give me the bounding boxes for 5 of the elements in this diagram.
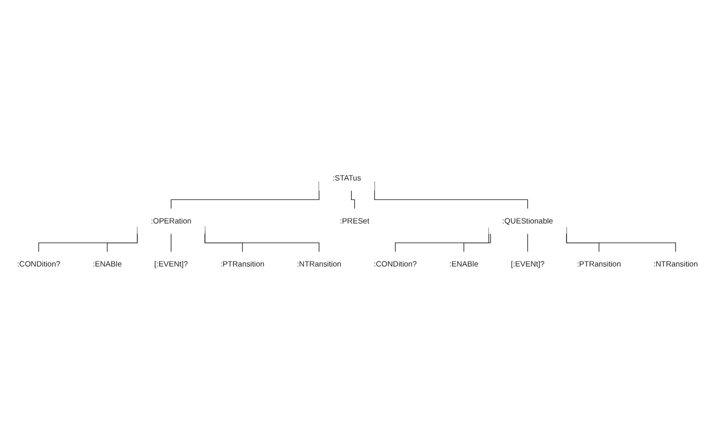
connector — [106, 232, 138, 252]
connector — [351, 190, 355, 210]
connector — [464, 234, 491, 252]
connector — [527, 234, 528, 252]
connector — [170, 234, 172, 252]
